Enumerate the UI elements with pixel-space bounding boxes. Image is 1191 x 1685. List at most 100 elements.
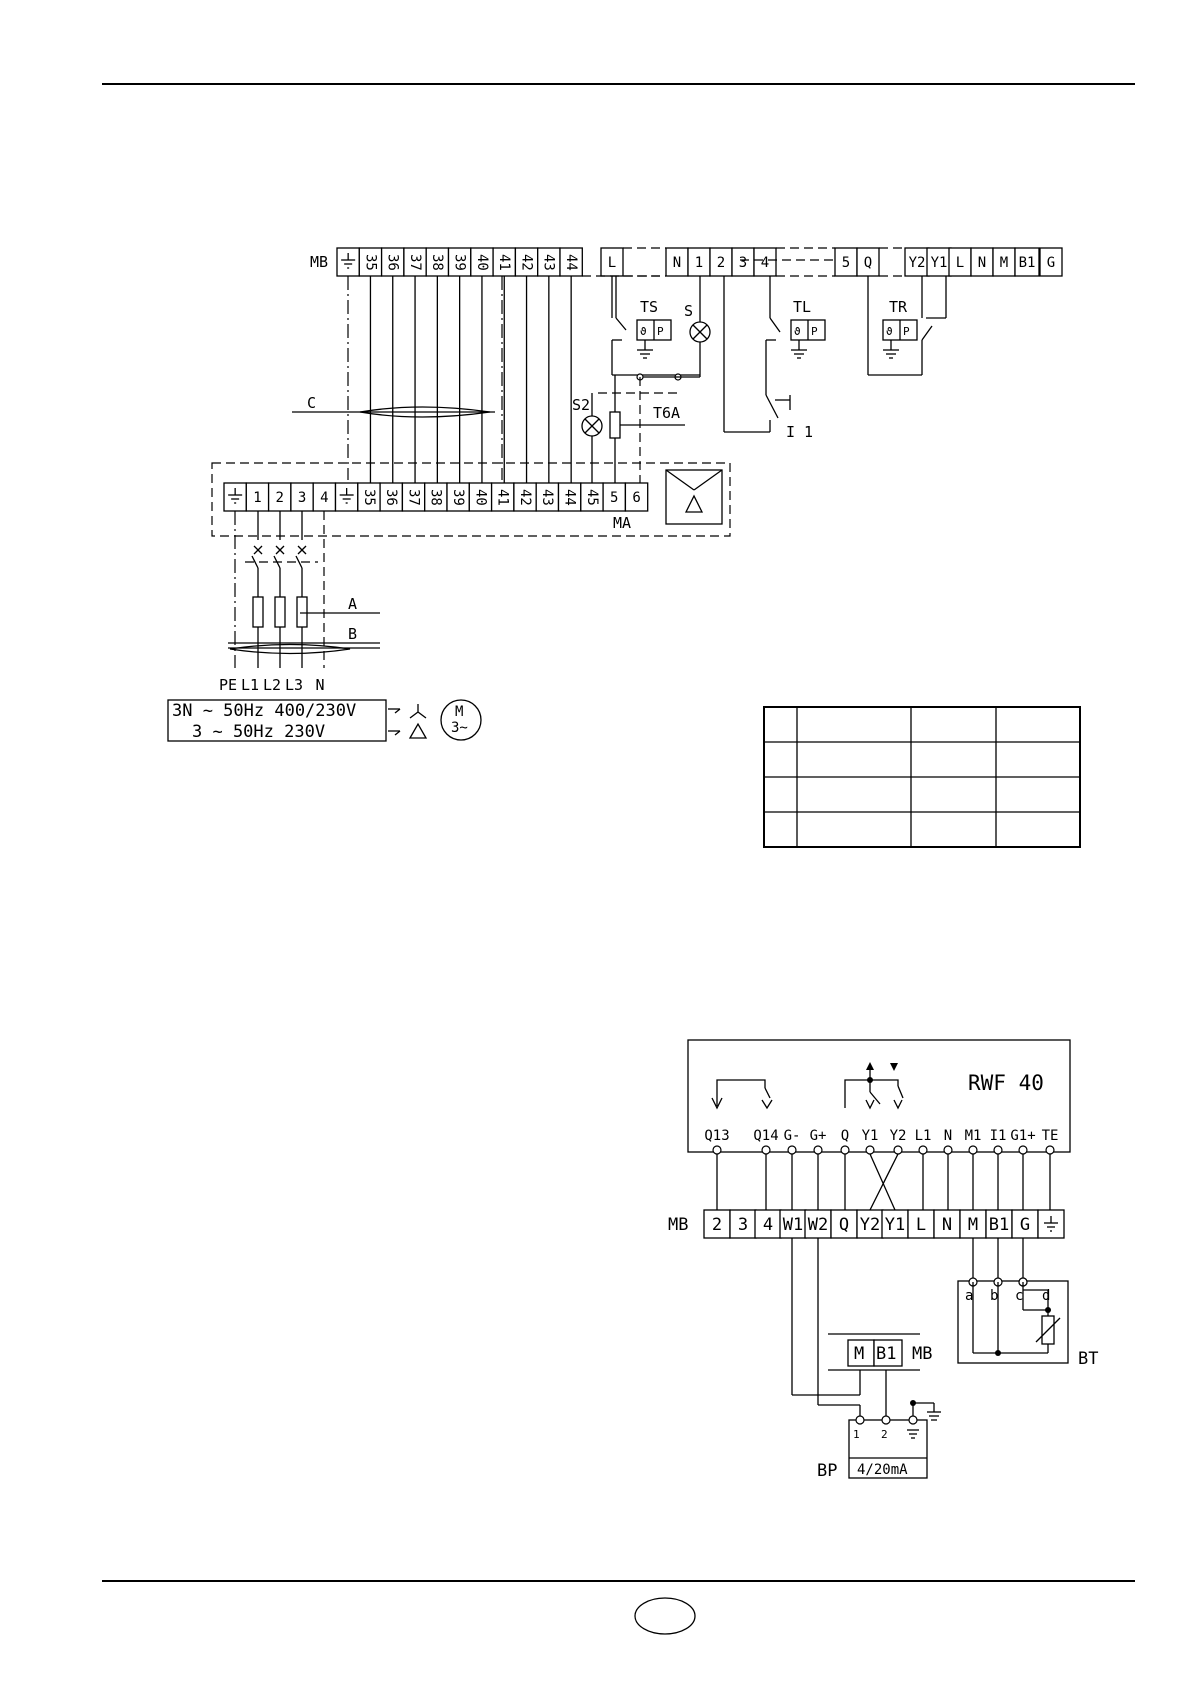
tr-p: P (903, 325, 910, 338)
mb2-terminal (729, 1209, 757, 1239)
ma-terminal-label: 39 (450, 489, 466, 506)
mb2-terminal-label: W2 (808, 1215, 828, 1235)
mb-terminal-label: 39 (452, 254, 468, 271)
supply-phase-label: L3 (285, 676, 303, 694)
mb-terminal-label: 4 (761, 255, 769, 271)
ma-terminal-label: 36 (383, 489, 399, 506)
bp-label: BP (817, 1461, 837, 1481)
fuse-t6a (609, 411, 621, 439)
rwf40-terminal-label: G- (784, 1128, 801, 1144)
blank-table (763, 706, 1081, 848)
mb2-terminal (703, 1209, 731, 1239)
motor-m: M (455, 704, 463, 720)
motor-icon (440, 699, 482, 741)
mb-terminal-label: 42 (518, 254, 534, 271)
ma-terminal-label: 43 (539, 489, 555, 506)
rwf40-terminal-label: Y2 (890, 1128, 907, 1144)
mb2-terminal-label: Q (839, 1215, 849, 1235)
rwf40-terminal-dot (865, 1145, 875, 1155)
mb-terminal-label: 38 (429, 254, 445, 271)
mb2-terminal-label: B1 (989, 1215, 1009, 1235)
mb-terminal-label: N (673, 255, 681, 271)
rwf40-terminal-label: G+ (810, 1128, 827, 1144)
ma-terminal (624, 482, 649, 512)
mb2-terminal-label: Y2 (860, 1215, 880, 1235)
bp-transmitter-box (848, 1419, 928, 1479)
mb-terminal-label: N (978, 255, 986, 271)
rwf40-terminal-dot (968, 1145, 978, 1155)
mb-terminal (1039, 247, 1063, 277)
power-supply-section (234, 511, 325, 668)
ma-terminal-label: 45 (584, 489, 600, 506)
page-number-oval (634, 1597, 696, 1635)
mb-terminal-label: L (608, 255, 616, 271)
mb-terminal-label: 41 (496, 254, 512, 271)
bp-term-2: 2 (881, 1428, 888, 1441)
rwf40-terminal-dot (918, 1145, 928, 1155)
cable-b-label: B (348, 625, 357, 643)
rwf40-terminal-label: Q14 (753, 1128, 778, 1144)
cable-a-label: A (348, 595, 357, 613)
tl-label: TL (793, 298, 811, 316)
mb-terminal-label: 5 (842, 255, 850, 271)
mb-label: MB (310, 253, 328, 271)
ma-terminal-label: 4 (320, 490, 328, 506)
mb2-terminal-label: L (916, 1215, 926, 1235)
supply-voltage-box (167, 699, 387, 742)
mb2-terminal (856, 1209, 884, 1239)
mb2-terminal (881, 1209, 909, 1239)
star-connection-icon (409, 704, 427, 719)
rwf40-terminal-dot (893, 1145, 903, 1155)
mb-terminal-label: Y2 (909, 255, 926, 271)
mb2-terminal-label: 3 (738, 1215, 748, 1235)
supply-phase-label: PE (219, 676, 237, 694)
mb-terminal-label: 37 (407, 254, 423, 271)
rwf40-terminal-label: M1 (965, 1128, 982, 1144)
rwf40-terminal-label: N (944, 1128, 952, 1144)
mb2-terminal (985, 1209, 1013, 1239)
supply-phase-label: L2 (263, 676, 281, 694)
ma-terminal-label: 42 (517, 489, 533, 506)
ma-terminal-earth (223, 482, 247, 512)
mb2-terminal (907, 1209, 935, 1239)
mb-ma-wires (369, 276, 572, 490)
rwf40-terminal-label: Y1 (862, 1128, 879, 1144)
ts-theta: ϑ (640, 325, 647, 338)
rwf40-terminal-dot (840, 1145, 850, 1155)
mb-terminal-label: Q (864, 255, 872, 271)
ts-label: TS (640, 298, 658, 316)
mb-terminal-label: 43 (541, 254, 557, 271)
s2-label: S2 (572, 396, 590, 414)
ma-label: MA (613, 514, 631, 532)
rwf40-terminal-dot (813, 1145, 823, 1155)
mb-terminal-label: 40 (474, 254, 490, 271)
cable-b-crossing (229, 643, 351, 655)
supply-phase-label: N (315, 676, 324, 694)
mb-terminal (904, 247, 930, 277)
ma-terminal-label: 38 (428, 489, 444, 506)
up-arrow-icon (866, 1062, 874, 1070)
mb2-terminal-earth (1037, 1209, 1065, 1239)
mb-terminal-label: 44 (563, 254, 579, 271)
mb-terminal-label: 2 (717, 255, 725, 271)
rwf40-terminal-label: TE (1042, 1128, 1059, 1144)
mb-terminal-label: G (1047, 255, 1055, 271)
rwf40-terminal-dot (787, 1145, 797, 1155)
phase-fuse (274, 596, 286, 628)
mb-terminal (1014, 247, 1040, 277)
bp-signal: 4/20mA (857, 1462, 908, 1478)
ma-terminal-label: 35 (361, 489, 377, 506)
mb2-label: MB (912, 1344, 932, 1364)
mb2-terminal-label: G (1020, 1215, 1030, 1235)
ma-terminal-label: 6 (632, 490, 640, 506)
ma-terminal-label: 1 (253, 490, 261, 506)
mb2-b1-terminal (873, 1339, 903, 1367)
mb-terminal-label: 1 (695, 255, 703, 271)
ma-terminal-label: 5 (610, 490, 618, 506)
